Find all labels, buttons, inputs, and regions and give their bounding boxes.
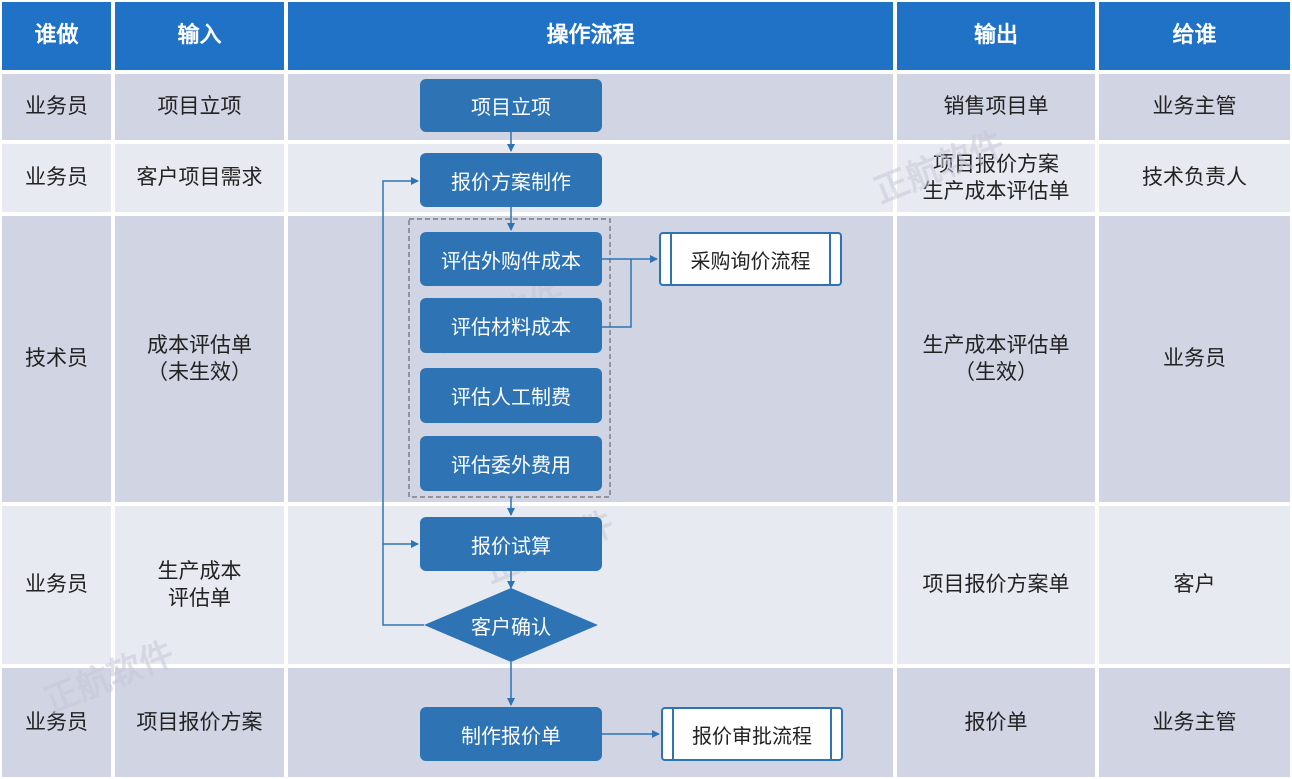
- flow-subprocess-quote-approval[interactable]: 报价审批流程: [661, 707, 843, 761]
- flow-node-eval-purchase[interactable]: 评估外购件成本: [420, 232, 602, 286]
- row-2-to-whom: 技术负责人: [1097, 142, 1292, 214]
- flow-node-project-setup[interactable]: 项目立项: [420, 79, 602, 132]
- flow-node-eval-material[interactable]: 评估材料成本: [420, 298, 602, 353]
- row-4-who: 业务员: [0, 504, 113, 666]
- row-4-output: 项目报价方案单: [895, 504, 1097, 666]
- row-3-to-whom: 业务员: [1097, 214, 1292, 504]
- row-2-input: 客户项目需求: [113, 142, 286, 214]
- flow-node-quote-trial[interactable]: 报价试算: [420, 517, 602, 571]
- row-3-input: 成本评估单 （未生效）: [113, 214, 286, 504]
- flow-subprocess-purchase-inquiry[interactable]: 采购询价流程: [659, 232, 842, 286]
- row-1-to-whom: 业务主管: [1097, 72, 1292, 142]
- flow-decision-customer-confirm[interactable]: 客户确认: [471, 614, 551, 639]
- row-1-input: 项目立项: [113, 72, 286, 142]
- header-output: 输出: [895, 0, 1097, 72]
- row-3-who: 技术员: [0, 214, 113, 504]
- header-input: 输入: [113, 0, 286, 72]
- row-3-output: 生产成本评估单 （生效）: [895, 214, 1097, 504]
- row-5-input: 项目报价方案: [113, 666, 286, 779]
- flow-node-quote-plan[interactable]: 报价方案制作: [420, 153, 602, 207]
- flow-node-eval-outsource[interactable]: 评估委外费用: [420, 436, 602, 491]
- row-1-output: 销售项目单: [895, 72, 1097, 142]
- row-5-who: 业务员: [0, 666, 113, 779]
- header-who: 谁做: [0, 0, 113, 72]
- header-process: 操作流程: [286, 0, 895, 72]
- row-5-to-whom: 业务主管: [1097, 666, 1292, 779]
- flow-node-make-quote[interactable]: 制作报价单: [420, 707, 602, 761]
- row-2-who: 业务员: [0, 142, 113, 214]
- row-2-output: 项目报价方案 生产成本评估单: [895, 142, 1097, 214]
- row-4-input: 生产成本 评估单: [113, 504, 286, 666]
- row-5-output: 报价单: [895, 666, 1097, 779]
- row-4-to-whom: 客户: [1097, 504, 1292, 666]
- row-1-who: 业务员: [0, 72, 113, 142]
- header-to-whom: 给谁: [1097, 0, 1292, 72]
- flow-node-eval-labor[interactable]: 评估人工制费: [420, 368, 602, 423]
